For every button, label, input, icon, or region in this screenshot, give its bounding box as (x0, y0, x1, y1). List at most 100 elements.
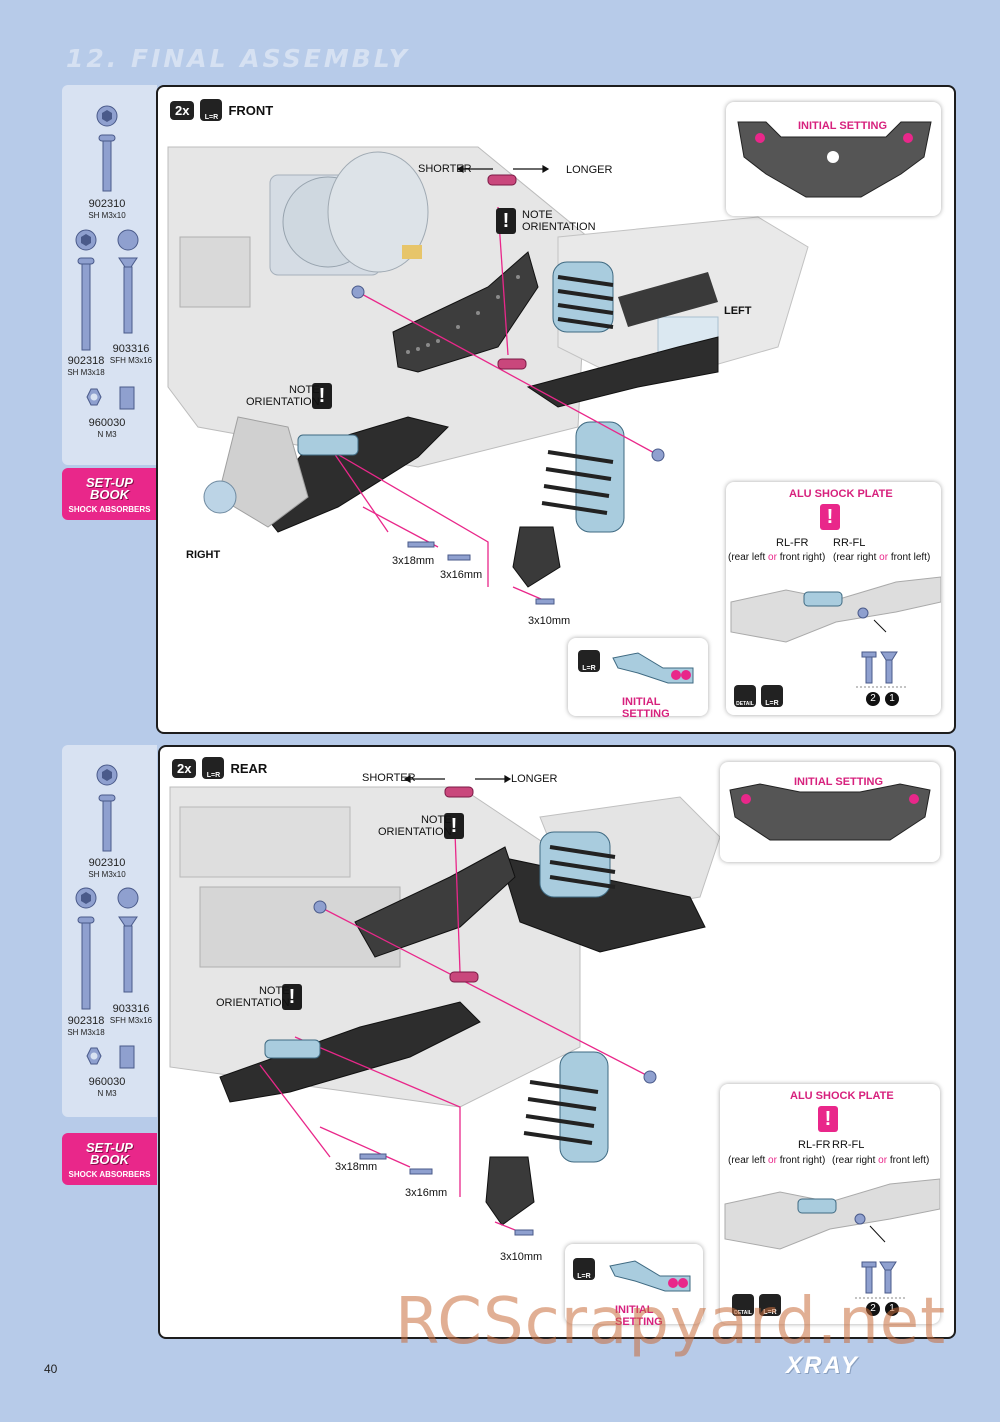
part-903316: 903316 SFH M3x16 (106, 344, 156, 366)
note-icon: ! (818, 1106, 838, 1132)
xray-logo: XRAY (786, 1352, 859, 1379)
quantity-badge: 2x (170, 100, 195, 120)
part-desc: SFH M3x16 (109, 1016, 153, 1025)
rear-heading: REAR (230, 760, 268, 776)
lr-icon: L=R (200, 99, 223, 121)
shock-plate-icon (609, 1260, 691, 1292)
initial-setting-inset: INITIAL SETTING (720, 762, 940, 862)
lr-icon: L=R (202, 757, 225, 779)
dim-3x18: 3x18mm (335, 1161, 378, 1173)
setup-sub: SHOCK ABSORBERS (68, 1170, 151, 1179)
rr-fl-desc: (rear right or front left) (832, 1155, 930, 1166)
alu-plate-detail (724, 1178, 940, 1299)
rl-fr-desc: (rear left or front right) (728, 1155, 826, 1166)
rr-fl-label: RR-FL (832, 1139, 865, 1151)
note-icon-2: ! (312, 383, 332, 409)
part-desc: N M3 (97, 1089, 117, 1098)
page-number: 40 (44, 1362, 58, 1376)
setup-sub: SHOCK ABSORBERS (68, 505, 151, 514)
part-desc: SH M3x18 (67, 1028, 105, 1037)
note-icon-2: ! (282, 984, 302, 1010)
inset-title: INITIAL SETTING (794, 776, 884, 788)
part-desc: SH M3x10 (88, 211, 126, 220)
dim-3x18: 3x18mm (392, 555, 435, 567)
inset-caption: INITIAL SETTING (622, 696, 670, 720)
inset-title: INITIAL SETTING (798, 120, 888, 132)
lr-icon: L=R (759, 1294, 781, 1316)
inset-caption: INITIAL SETTING (615, 1304, 663, 1328)
left-label: LEFT (724, 305, 752, 317)
detail-icon: DETAIL (732, 1294, 754, 1316)
part-number: 903316 (112, 343, 150, 355)
page-title: 12. FINAL ASSEMBLY (66, 44, 410, 73)
initial-setting-plate-inset: L=R INITIAL SETTING (565, 1244, 703, 1328)
rr-fl-label: RR-FL (833, 537, 866, 549)
inset-title: ALU SHOCK PLATE (789, 488, 893, 500)
dim-3x16: 3x16mm (405, 1187, 448, 1199)
parts-sidebar-front: 902310 SH M3x10 902318 SH M3x18 903316 S… (62, 85, 157, 465)
part-desc: SH M3x10 (88, 870, 126, 879)
part-902310: 902310 SH M3x10 (82, 199, 132, 221)
part-902318: 902318 SH M3x18 (64, 356, 108, 378)
part-number: 960030 (88, 1076, 126, 1088)
part-desc: SH M3x18 (67, 368, 105, 377)
inset-title: ALU SHOCK PLATE (790, 1090, 894, 1102)
part-number: 902310 (88, 857, 126, 869)
step-1: 1 (885, 1302, 899, 1316)
front-header: 2x L=R FRONT (170, 99, 273, 121)
part-desc: SFH M3x16 (109, 356, 153, 365)
rl-fr-desc: (rear left or front right) (728, 552, 826, 563)
front-heading: FRONT (228, 102, 274, 118)
part-number: 903316 (112, 1003, 150, 1015)
shock-plate-icon (612, 652, 694, 684)
shock-tower-plate (737, 121, 932, 198)
note-icon: ! (820, 504, 840, 530)
lr-icon: L=R (573, 1258, 595, 1280)
lr-icon: L=R (761, 685, 783, 707)
parts-sidebar-rear: 902310 SH M3x10 902318 SH M3x18 903316 S… (62, 745, 157, 1117)
rear-assembly-illustration (169, 774, 721, 1236)
initial-setting-plate-inset: L=R INITIAL SETTING (568, 638, 708, 720)
rr-fl-desc: (rear right or front left) (833, 552, 931, 563)
watermark: RCScrapyard.net (395, 1285, 947, 1359)
alu-shock-plate-inset: ALU SHOCK PLATE ! RL-FR RR-FL (rear left… (726, 482, 941, 715)
parts-icons (75, 764, 139, 1069)
part-number: 960030 (88, 417, 126, 429)
lr-icon: L=R (578, 650, 600, 672)
step-markers: 2 1 (866, 692, 899, 706)
part-960030: 960030 N M3 (82, 1077, 132, 1099)
alu-plate-detail (730, 576, 941, 688)
part-number: 902318 (67, 355, 105, 367)
dim-3x10: 3x10mm (500, 1251, 543, 1263)
detail-icons: DETAIL L=R (734, 685, 783, 707)
parts-icons (75, 105, 139, 410)
detail-icons: DETAIL L=R (732, 1294, 781, 1316)
rl-fr-label: RL-FR (776, 537, 809, 549)
shorter-label: SHORTER (362, 772, 416, 784)
step-markers: 2 1 (866, 1302, 899, 1316)
rear-header: 2x L=R REAR (172, 757, 267, 779)
dim-3x10: 3x10mm (528, 615, 571, 627)
part-902318: 902318 SH M3x18 (64, 1016, 108, 1038)
dim-3x16: 3x16mm (440, 569, 483, 581)
detail-icon: DETAIL (734, 685, 756, 707)
part-960030: 960030 N M3 (82, 418, 132, 440)
shorter-label: SHORTER (418, 163, 472, 175)
note-icon: ! (444, 813, 464, 839)
right-label: RIGHT (186, 549, 221, 561)
step-2: 2 (866, 1302, 880, 1316)
step-1: 1 (885, 692, 899, 706)
note-icon: ! (496, 208, 516, 234)
longer-label: LONGER (511, 773, 558, 785)
part-number: 902318 (67, 1015, 105, 1027)
